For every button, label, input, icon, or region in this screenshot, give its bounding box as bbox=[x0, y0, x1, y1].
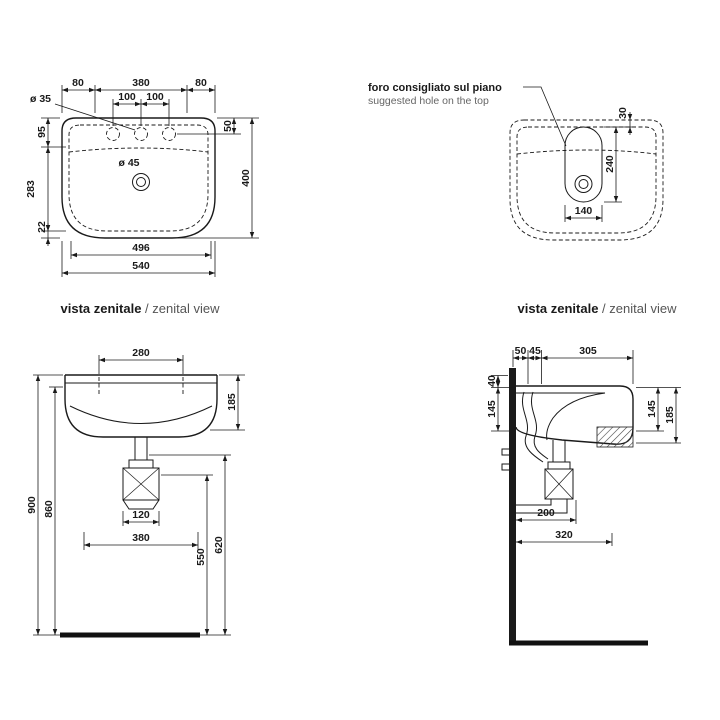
wall-section bbox=[509, 368, 516, 645]
suggested-hole-drawing: foro consigliato sul piano suggested hol… bbox=[368, 82, 664, 241]
dim-40: 40 bbox=[486, 375, 498, 387]
faucet-hole-center bbox=[134, 127, 148, 141]
drain-hole-inner bbox=[578, 179, 589, 189]
dim-145-left: 145 bbox=[486, 400, 498, 418]
dim-50: 50 bbox=[515, 345, 527, 357]
drain-hole bbox=[574, 175, 593, 193]
dim-283: 283 bbox=[25, 180, 37, 198]
dimension-lines bbox=[565, 112, 633, 221]
dim-80-left: 80 bbox=[72, 77, 84, 89]
faucet-hole-left bbox=[106, 127, 120, 141]
dim-860: 860 bbox=[43, 500, 55, 518]
side-view-drawing: 50 45 305 40 145 145 185 200 320 bbox=[486, 345, 681, 646]
suggested-hole-shape bbox=[564, 126, 603, 203]
dim-185: 185 bbox=[226, 393, 238, 411]
dimension-lines bbox=[495, 355, 679, 545]
dim-496: 496 bbox=[132, 242, 150, 254]
drain-hole bbox=[132, 173, 150, 191]
extension-lines bbox=[41, 85, 259, 277]
dim-320: 320 bbox=[555, 529, 573, 541]
caption-left: vista zenitale / zenital view bbox=[61, 301, 221, 316]
annotation-italian: foro consigliato sul piano bbox=[368, 82, 502, 94]
dimension-lines bbox=[45, 87, 255, 276]
dim-900: 900 bbox=[26, 496, 38, 514]
dim-100-right: 100 bbox=[146, 91, 164, 103]
dim-380: 380 bbox=[132, 532, 150, 544]
basin-side-profile bbox=[515, 385, 634, 448]
leader-line-hole-dia bbox=[54, 103, 136, 131]
dim-185: 185 bbox=[664, 406, 676, 424]
siphon-trap bbox=[122, 437, 160, 510]
dimension-lines bbox=[35, 357, 241, 635]
zenital-view-drawing: 80 380 80 100 100 ø 35 ø 45 50 400 95 28… bbox=[25, 77, 259, 277]
dim-45: 45 bbox=[529, 345, 541, 357]
dim-380: 380 bbox=[132, 77, 150, 89]
dim-400: 400 bbox=[240, 169, 252, 187]
extension-lines bbox=[33, 355, 245, 636]
dim-50: 50 bbox=[222, 120, 234, 132]
extension-lines bbox=[491, 350, 681, 546]
dim-550: 550 bbox=[195, 548, 207, 566]
dim-145-right: 145 bbox=[646, 400, 658, 418]
dim-100-left: 100 bbox=[118, 91, 136, 103]
dim-200: 200 bbox=[537, 507, 555, 519]
dim-240: 240 bbox=[604, 155, 616, 173]
plumbing bbox=[501, 391, 574, 514]
drain-hole-inner bbox=[136, 177, 146, 187]
dim-305: 305 bbox=[579, 345, 597, 357]
front-view-drawing: 280 185 900 860 620 550 120 380 bbox=[26, 347, 245, 638]
basin-ghost-outline bbox=[509, 119, 664, 241]
basin-front-outline bbox=[64, 374, 218, 438]
dim-30: 30 bbox=[617, 107, 629, 119]
annotation-english: suggested hole on the top bbox=[368, 95, 489, 107]
dim-drain-diameter: ø 45 bbox=[118, 157, 139, 169]
dim-140: 140 bbox=[575, 205, 593, 217]
dim-95: 95 bbox=[36, 126, 48, 138]
dim-hole-diameter: ø 35 bbox=[30, 93, 51, 105]
dim-540: 540 bbox=[132, 260, 150, 272]
caption-right: vista zenitale / zenital view bbox=[518, 301, 678, 316]
basin-outline bbox=[54, 103, 216, 239]
dim-80-right: 80 bbox=[195, 77, 207, 89]
faucet-hole-right bbox=[162, 127, 176, 141]
dim-620: 620 bbox=[213, 536, 225, 554]
dim-22: 22 bbox=[36, 221, 48, 233]
dim-120: 120 bbox=[132, 509, 150, 521]
ceramic-section-hatch bbox=[596, 426, 634, 448]
dim-280: 280 bbox=[132, 347, 150, 359]
annotation-leader-line bbox=[523, 86, 567, 147]
